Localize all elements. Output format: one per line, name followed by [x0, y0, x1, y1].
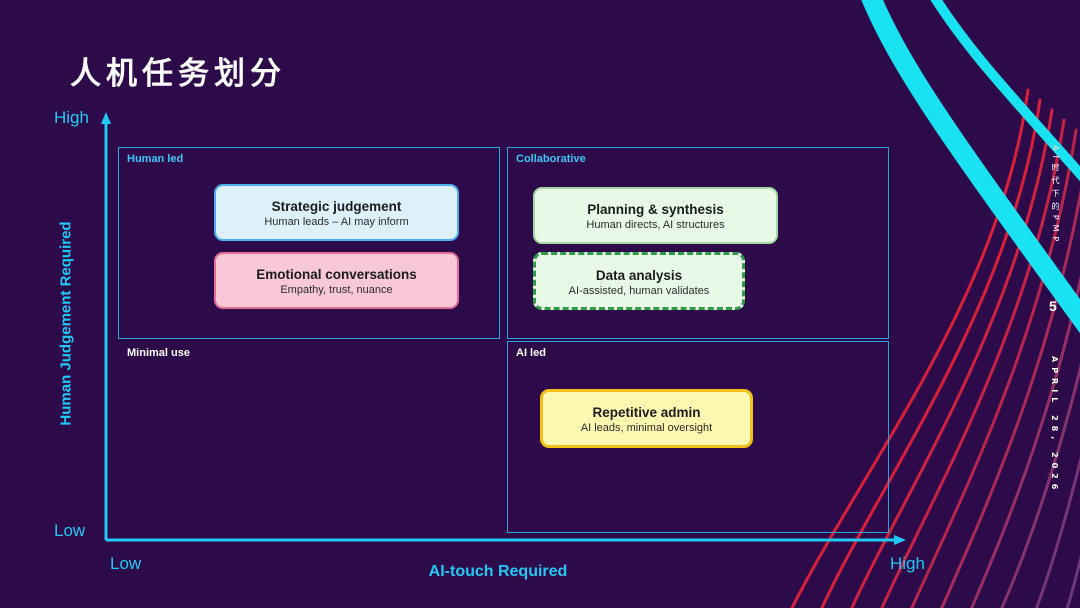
quadrant-ai-led: AI led — [507, 341, 889, 533]
card-emotional-conversations: Emotional conversations Empathy, trust, … — [214, 252, 459, 309]
x-axis-high-label: High — [890, 554, 925, 573]
x-axis-low-label: Low — [110, 554, 142, 573]
card-strategic-judgement: Strategic judgement Human leads – AI may… — [214, 184, 459, 241]
card-planning-synthesis: Planning & synthesis Human directs, AI s… — [533, 187, 778, 244]
card-title: Repetitive admin — [592, 405, 701, 420]
card-title: Data analysis — [595, 268, 683, 283]
quadrant-label: AI led — [516, 347, 546, 359]
y-axis-high-label: High — [54, 108, 89, 127]
quadrant-minimal-use: Minimal use — [118, 341, 500, 533]
quadrant-collaborative: Collaborative — [507, 147, 889, 339]
y-axis-low-label: Low — [54, 521, 86, 540]
y-axis-title: Human Judgement Required — [57, 221, 75, 426]
quadrant-label: Collaborative — [516, 153, 586, 165]
card-title: Strategic judgement — [271, 199, 402, 214]
sidebar-series-title: AI时代下的PMP — [1051, 145, 1060, 247]
quadrant-human-led: Human led — [118, 147, 500, 339]
x-axis-title: AI-touch Required — [428, 563, 568, 580]
quadrant-label: Human led — [127, 153, 184, 165]
card-repetitive-admin: Repetitive admin AI leads, minimal overs… — [540, 389, 753, 448]
page-title: 人机任务划分 — [70, 56, 286, 92]
card-subtitle: AI-assisted, human validates — [568, 285, 710, 297]
card-title: Planning & synthesis — [587, 202, 724, 217]
quadrant-label: Minimal use — [127, 347, 190, 359]
sidebar-date: APRIL 28, 2026 — [1050, 356, 1059, 495]
card-subtitle: Human directs, AI structures — [586, 219, 725, 231]
card-subtitle: Empathy, trust, nuance — [280, 284, 393, 296]
card-data-analysis: Data analysis AI-assisted, human validat… — [533, 252, 745, 310]
page-number: 5 — [1049, 298, 1057, 314]
card-subtitle: AI leads, minimal oversight — [580, 422, 713, 434]
card-title: Emotional conversations — [256, 267, 417, 282]
card-subtitle: Human leads – AI may inform — [264, 216, 409, 228]
